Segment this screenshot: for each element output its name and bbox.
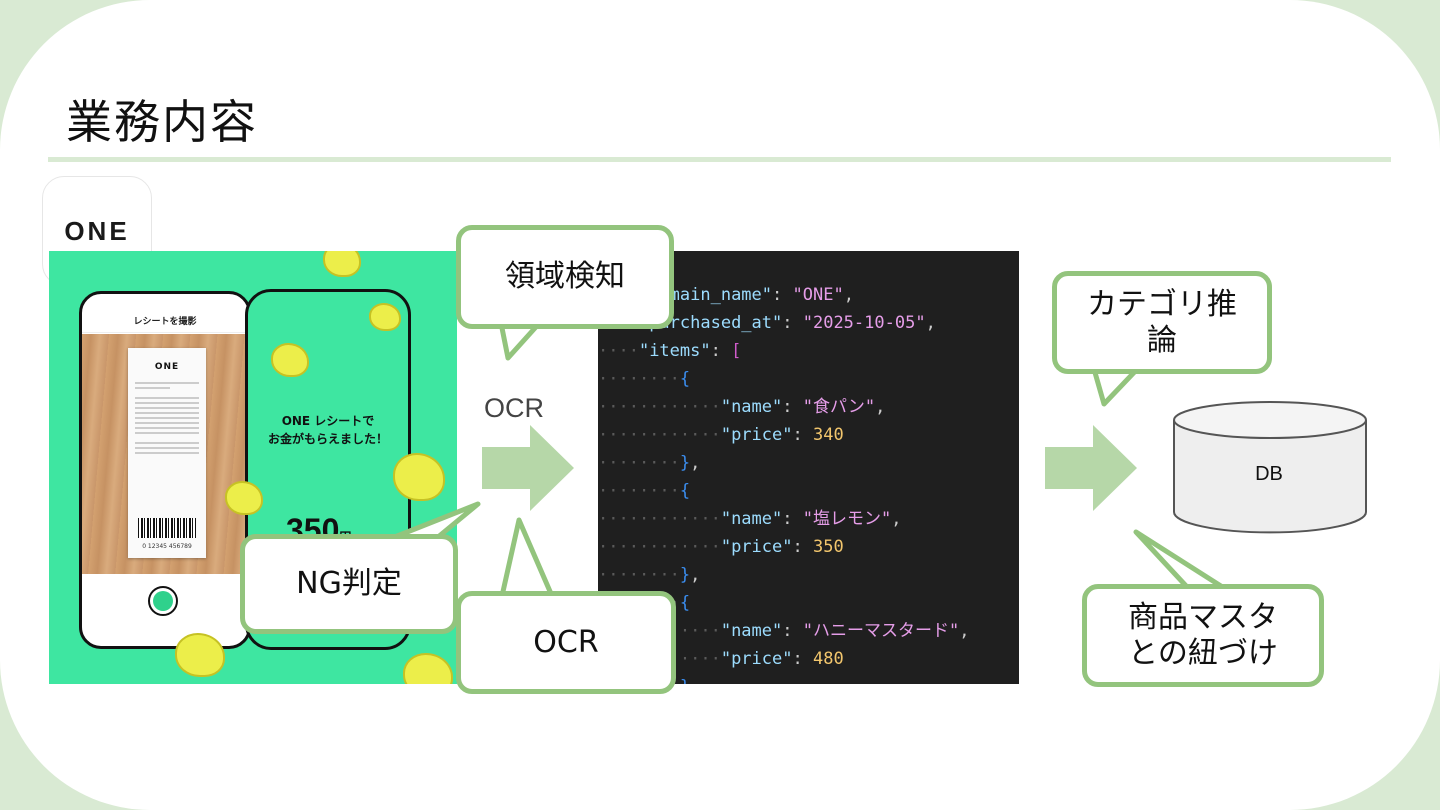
reward-message-line1: ONE レシートで: [281, 414, 375, 428]
reward-message: ONE レシートで お金がもらえました！: [248, 412, 408, 448]
code-key: "items": [638, 341, 711, 361]
clap-icon: [369, 303, 401, 331]
code-line: ····"items": [: [598, 341, 742, 361]
code-key: "price": [720, 649, 793, 669]
callout-product-master-line2: との紐づけ: [1128, 635, 1278, 671]
phone-screen-title: レシートを撮影: [133, 317, 197, 327]
callout-tail: [499, 517, 555, 599]
clap-icon: [225, 481, 263, 515]
callout-ng-judge: NG判定: [240, 534, 458, 634]
callout-product-master-line1: 商品マスタ: [1128, 599, 1278, 635]
database-icon: [1173, 401, 1367, 534]
title-divider: [48, 157, 1391, 162]
code-key: "price": [720, 425, 793, 445]
right-arrow-icon: [1045, 425, 1137, 511]
clap-icon: [271, 343, 309, 377]
slide-title: 業務内容: [66, 95, 258, 149]
reward-message-line2: お金がもらえました！: [267, 432, 388, 446]
code-value: 480: [812, 649, 844, 669]
callout-category-line1: カテゴリ推: [1087, 286, 1237, 322]
callout-product-master: 商品マスタ との紐づけ: [1082, 584, 1324, 687]
barcode-number: 0 12345 456789: [142, 543, 192, 550]
receipt-image: ONE 0 12345 456789: [128, 348, 206, 558]
code-value: "塩レモン": [802, 509, 892, 529]
database-label: DB: [1255, 463, 1283, 485]
code-key: "name": [720, 397, 783, 417]
ocr-label: OCR: [484, 393, 544, 423]
callout-category-inference: カテゴリ推 論: [1052, 271, 1272, 374]
phone-camera-screen: レシートを撮影 ONE 0 12345 456789: [79, 291, 251, 649]
callout-category-line2: 論: [1147, 322, 1177, 358]
code-key: "price": [720, 537, 793, 557]
clap-icon: [403, 653, 453, 684]
receipt-logo: ONE: [154, 362, 180, 372]
code-value: "2025-10-05": [802, 313, 926, 333]
code-key: "name": [720, 621, 783, 641]
barcode-icon: [138, 518, 196, 538]
code-key: "name": [720, 509, 783, 529]
callout-ocr: OCR: [456, 591, 676, 694]
shutter-button[interactable]: [153, 591, 173, 611]
page-number: 4: [1403, 759, 1426, 803]
code-value: "ONE": [792, 285, 844, 305]
clap-icon: [175, 633, 225, 677]
code-value: "ハニーマスタード": [802, 621, 960, 641]
code-value: 350: [812, 537, 844, 557]
clap-icon: [323, 251, 361, 277]
callout-region-detect: 領域検知: [456, 225, 674, 329]
callout-tail: [1133, 529, 1227, 591]
shutter-ring[interactable]: [148, 586, 178, 616]
code-key: "purchased_at": [638, 313, 783, 333]
code-value: "食パン": [802, 397, 876, 417]
right-arrow-icon: [482, 425, 574, 511]
code-value: 340: [812, 425, 844, 445]
clap-icon: [393, 453, 445, 501]
